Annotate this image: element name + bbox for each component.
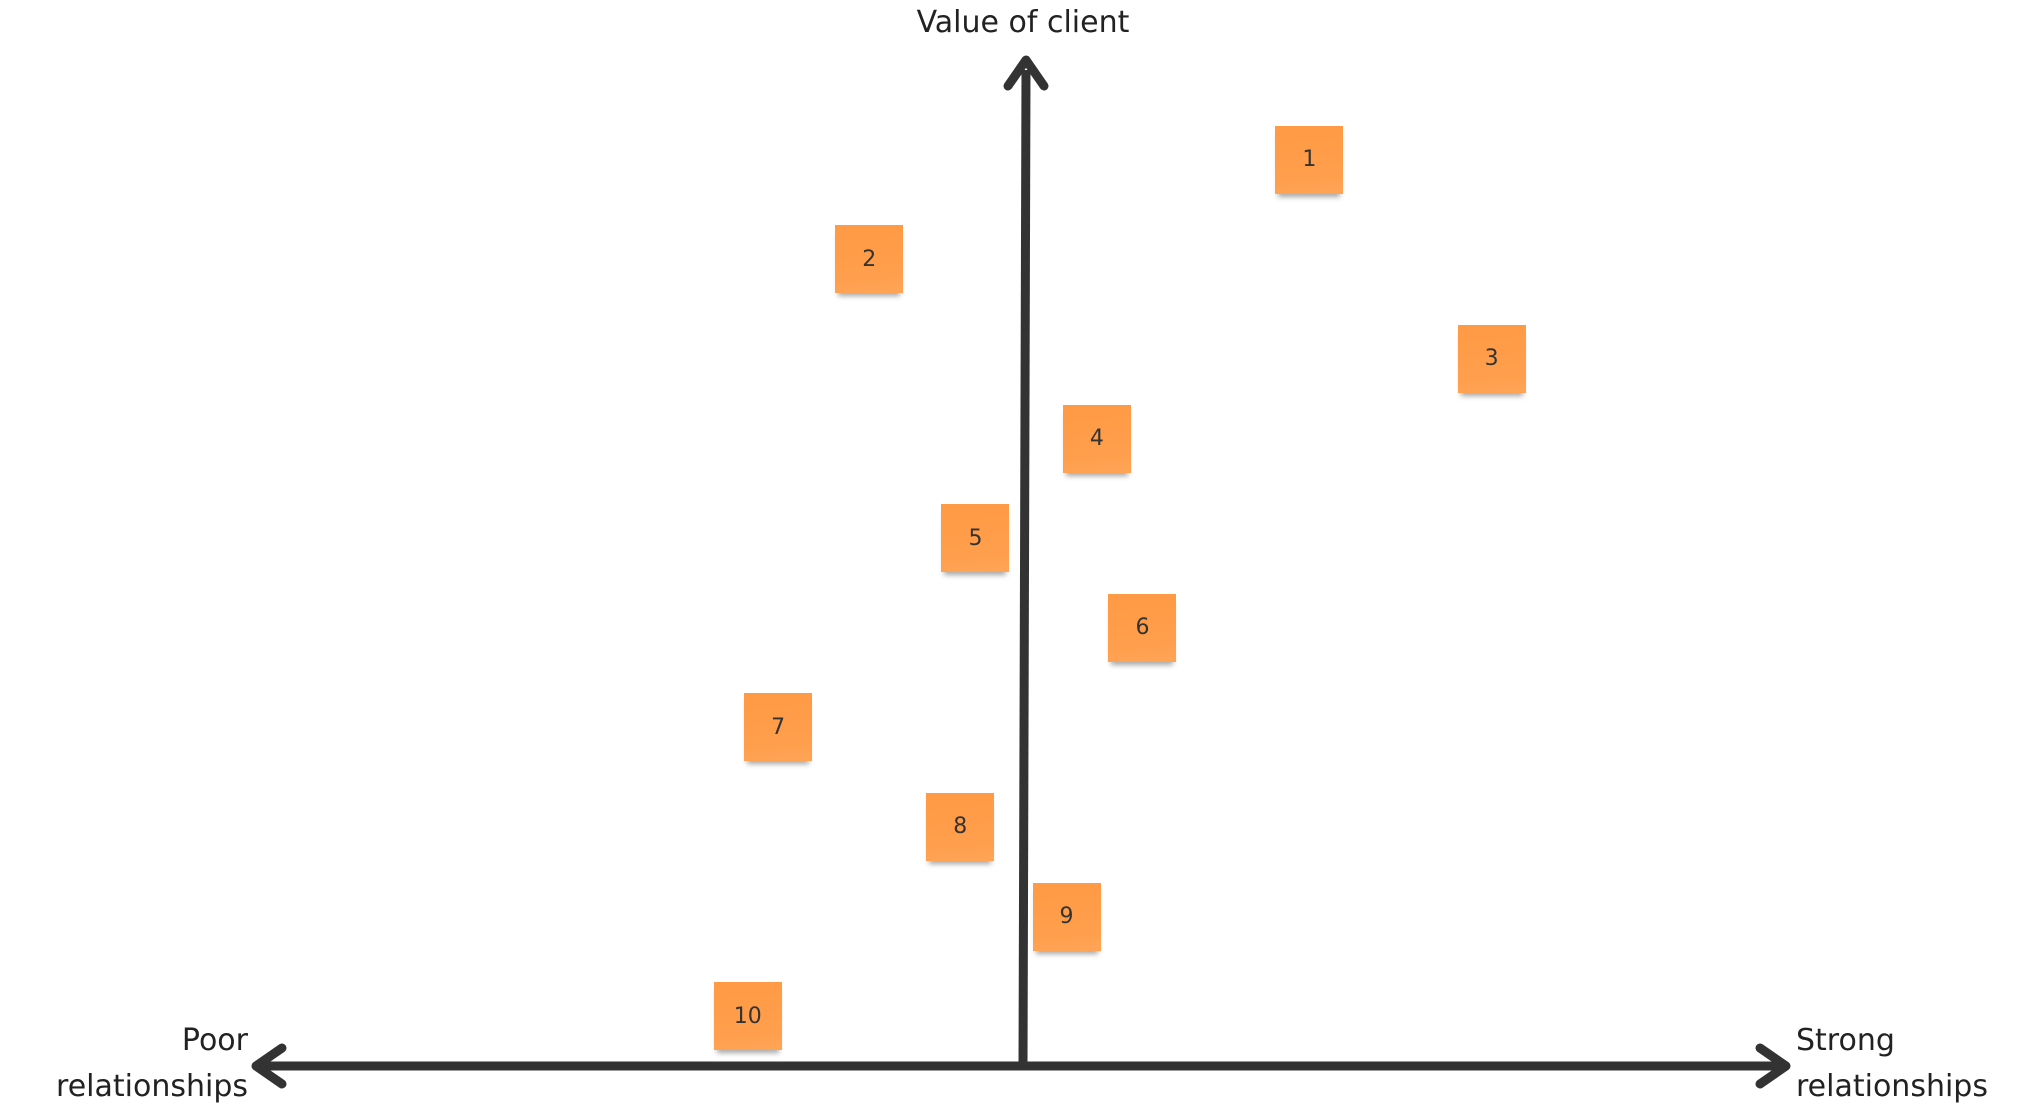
- sticky-note-10[interactable]: 10: [713, 982, 782, 1051]
- sticky-note-3[interactable]: 3: [1457, 324, 1526, 393]
- sticky-note-9[interactable]: 9: [1032, 882, 1101, 951]
- x-axis-left-label: Poor relationships: [56, 1018, 248, 1110]
- x-axis-left-label-line2: relationships: [56, 1069, 248, 1104]
- y-axis-arrowhead: [1003, 55, 1049, 91]
- sticky-note-7[interactable]: 7: [744, 693, 813, 762]
- x-axis-right-label: Strong relationships: [1796, 1018, 1988, 1110]
- sticky-note-1[interactable]: 1: [1275, 125, 1344, 194]
- sticky-note-6[interactable]: 6: [1108, 593, 1177, 662]
- sticky-note-8[interactable]: 8: [926, 792, 995, 861]
- y-axis: [1018, 69, 1031, 1067]
- x-axis-left-label-line1: Poor: [181, 1023, 248, 1058]
- sticky-note-5[interactable]: 5: [941, 504, 1010, 573]
- x-axis-right-arrowhead: [1755, 1043, 1791, 1089]
- sticky-note-4[interactable]: 4: [1062, 404, 1131, 473]
- y-axis-title: Value of client: [916, 5, 1130, 40]
- sticky-note-2[interactable]: 2: [835, 225, 904, 294]
- x-axis-left-arrowhead: [251, 1043, 287, 1089]
- x-axis-right-label-line2: relationships: [1796, 1069, 1988, 1104]
- x-axis-right-label-line1: Strong: [1796, 1023, 1895, 1058]
